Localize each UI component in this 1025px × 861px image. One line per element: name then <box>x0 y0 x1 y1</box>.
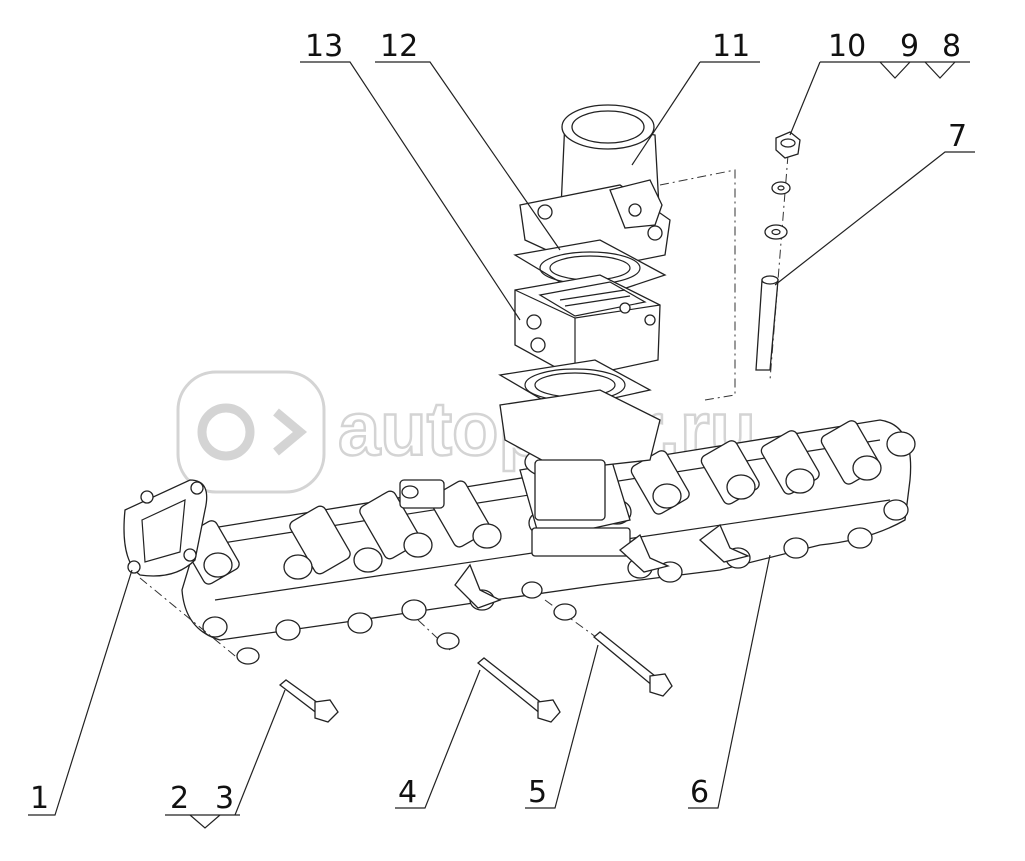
leader-lines <box>28 61 975 829</box>
callout-1: 1 <box>30 781 49 816</box>
callout-7: 7 <box>948 119 967 154</box>
bolt-right <box>553 603 673 697</box>
callout-10: 10 <box>828 29 866 64</box>
end-gasket <box>123 479 208 577</box>
callout-6: 6 <box>690 775 709 810</box>
callout-11: 11 <box>712 29 750 64</box>
bolt-left <box>236 647 339 723</box>
nut-and-washers <box>764 131 801 240</box>
callout-12: 12 <box>380 29 418 64</box>
callout-5: 5 <box>528 775 547 810</box>
valve-block <box>514 274 661 379</box>
callout-3: 3 <box>215 781 234 816</box>
assembly-lines <box>139 154 789 661</box>
callout-labels: 1 2 3 4 5 6 7 8 9 10 11 12 13 <box>30 29 967 816</box>
callout-9: 9 <box>900 29 919 64</box>
stud-bolt <box>755 275 779 371</box>
outlet-flange <box>499 389 661 521</box>
callout-8: 8 <box>942 29 961 64</box>
callout-2: 2 <box>170 781 189 816</box>
callout-13: 13 <box>305 29 343 64</box>
bolt-middle <box>436 632 561 723</box>
callout-4: 4 <box>398 775 417 810</box>
